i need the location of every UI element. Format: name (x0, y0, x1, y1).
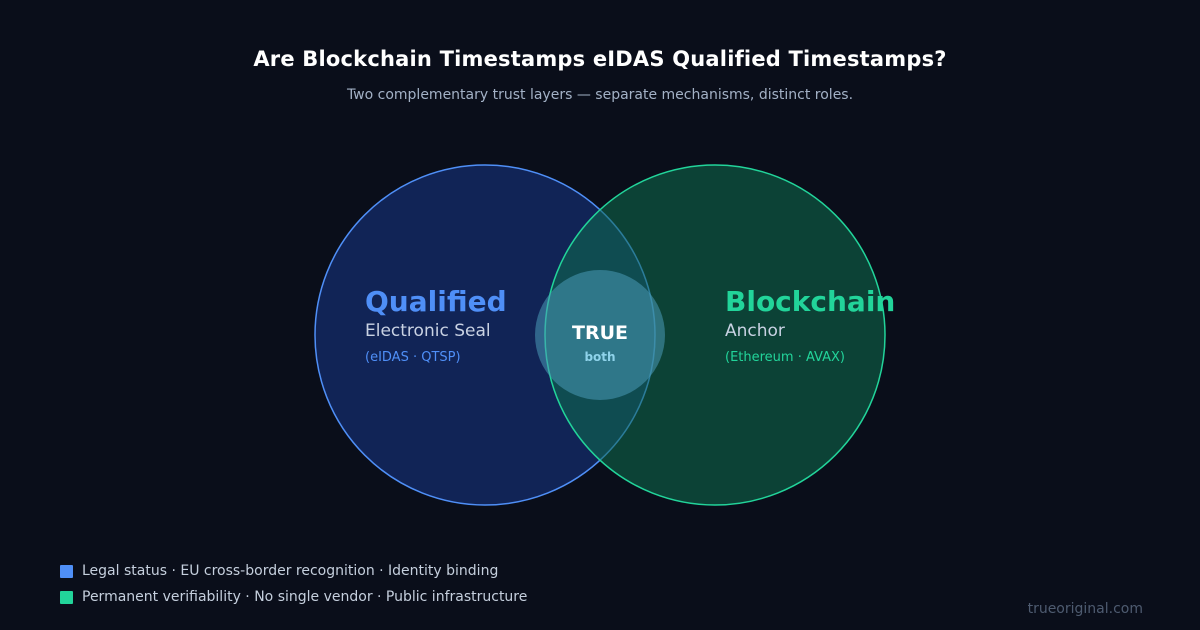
legend: Legal status · EU cross-border recogniti… (60, 558, 527, 610)
legend-label-verifiability: Permanent verifiability · No single vend… (82, 589, 528, 605)
overlap-label: TRUE (572, 322, 628, 344)
legend-item-legal: Legal status · EU cross-border recogniti… (60, 558, 527, 584)
legend-item-verifiability: Permanent verifiability · No single vend… (60, 584, 527, 610)
blockchain-detail: (Ethereum · AVAX) (725, 350, 845, 365)
overlap-sublabel: both (584, 350, 615, 364)
legend-label-legal: Legal status · EU cross-border recogniti… (82, 563, 499, 579)
qualified-heading: Qualified (365, 285, 507, 318)
legend-swatch-blue (60, 564, 73, 578)
footer-brand-link[interactable]: trueoriginal.com (1027, 601, 1143, 617)
overlap-highlight (535, 270, 665, 400)
page-subtitle: Two complementary trust layers — separat… (346, 87, 854, 103)
qualified-detail: (eIDAS · QTSP) (365, 350, 461, 365)
qualified-subheading: Electronic Seal (365, 321, 491, 341)
legend-swatch-green (60, 590, 73, 604)
blockchain-subheading: Anchor (725, 321, 785, 341)
page-title: Are Blockchain Timestamps eIDAS Qualifie… (253, 47, 947, 71)
blockchain-heading: Blockchain (725, 285, 895, 318)
